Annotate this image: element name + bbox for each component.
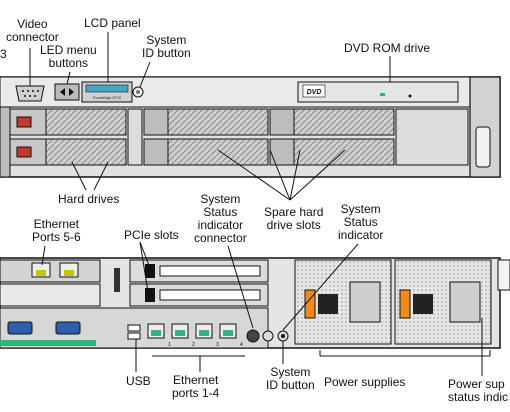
dvd-logo: DVD: [307, 89, 322, 96]
label-system-id-button-front: System ID button: [142, 33, 191, 60]
label-ethernet-1-4: Ethernet ports 1-4: [172, 373, 220, 400]
rear-leader-lines: [41, 241, 491, 376]
label-led-menu-buttons: LED menu buttons: [40, 43, 97, 70]
label-video-connector: Video connector: [6, 17, 59, 44]
led-menu-buttons: [54, 83, 80, 101]
usb-ports: [127, 324, 141, 340]
ethernet-port: 3: [195, 323, 219, 348]
label-system-id-button-rear: System ID button: [266, 365, 315, 392]
label-psu-status: Power sup status indic: [448, 377, 509, 404]
ethernet-port-number: 3: [216, 342, 219, 348]
ethernet-port: 4: [219, 323, 243, 348]
label-dvd-rom-drive: DVD ROM drive: [344, 41, 431, 55]
ethernet-ports-1-4: 1 2 3 4: [147, 323, 243, 348]
label-edge-fragment: 3: [0, 47, 7, 61]
power-supply-handles: [304, 281, 481, 323]
label-hard-drives: Hard drives: [58, 192, 120, 206]
label-pcie-slots: PCIe slots: [124, 228, 179, 242]
hard-drive: [9, 138, 127, 166]
lcd-text: PowerEdge R710: [93, 96, 121, 100]
label-status-indicator: System Status indicator: [338, 202, 384, 242]
pcie-slot-brackets: [114, 264, 261, 302]
ethernet-port: 1: [147, 323, 171, 348]
spare-drive-slots: [143, 108, 469, 166]
video-connector: [15, 85, 45, 102]
label-spare-drive-slots: Spare hard drive slots: [264, 205, 324, 232]
ethernet-ports-5-6: [31, 262, 79, 278]
label-ethernet-5-6: Ethernet Ports 5-6: [32, 217, 81, 244]
rear-serial-ports: [7, 321, 81, 335]
front-system-id-button: [132, 86, 144, 98]
ethernet-port: 2: [171, 323, 195, 348]
front-leader-lines: [29, 32, 391, 201]
lcd-panel: PowerEdge R710: [81, 81, 133, 103]
hard-drive: [9, 108, 127, 136]
label-lcd-panel: LCD panel: [84, 16, 141, 30]
label-usb: USB: [126, 374, 151, 388]
ethernet-port-number: 4: [240, 342, 243, 348]
dvd-rom-drive: DVD: [297, 81, 459, 103]
hard-drive-bays: [9, 108, 143, 166]
ethernet-port-number: 2: [192, 342, 195, 348]
label-status-indicator-connector: System Status indicator connector: [194, 192, 247, 245]
ethernet-port-number: 1: [168, 342, 171, 348]
label-power-supplies: Power supplies: [324, 375, 406, 389]
rear-status-controls: [246, 329, 289, 343]
